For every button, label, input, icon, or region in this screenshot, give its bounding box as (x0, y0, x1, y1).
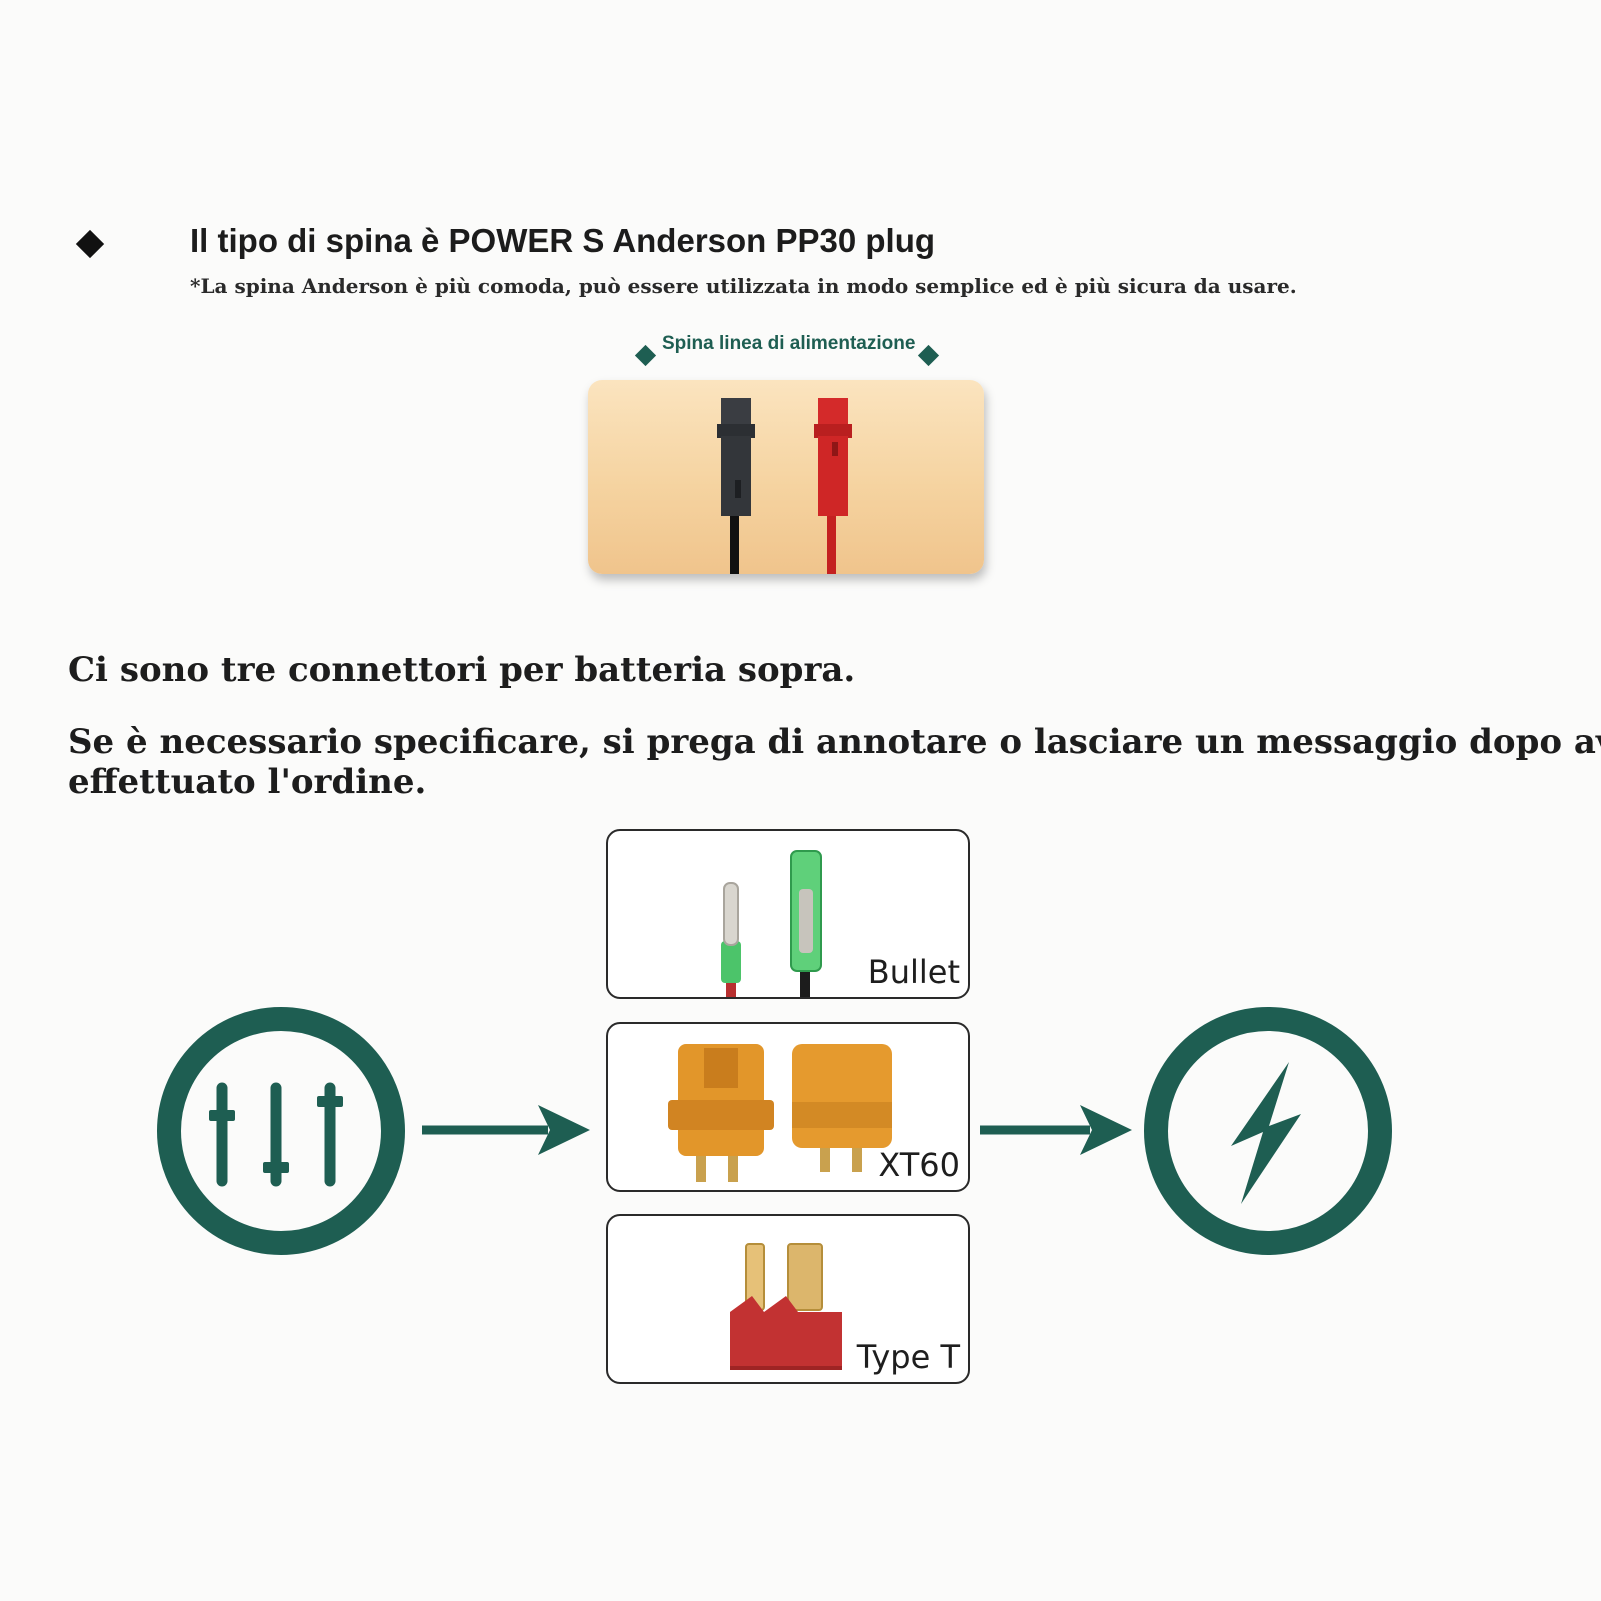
plug-type-heading: Il tipo di spina è POWER S Anderson PP30… (190, 222, 936, 259)
arrow-right-icon (980, 1105, 1132, 1155)
caption-diamond-left-icon (634, 344, 657, 367)
xt60-label: XT60 (878, 1146, 960, 1184)
connectors-sentence: Ci sono tre connettori per batteria sopr… (68, 650, 856, 690)
specify-sentence-continued: effettuato l'ordine. (68, 762, 427, 802)
arrow-right-icon (422, 1105, 590, 1155)
connector-card-type-t: Type T (606, 1214, 970, 1384)
anderson-plug-photo (588, 380, 984, 574)
caption-diamond-right-icon (917, 344, 940, 367)
lightning-icon (1144, 1007, 1392, 1255)
power-line-caption: Spina linea di alimentazione (662, 333, 916, 354)
bullet-label: Bullet (867, 953, 960, 991)
anderson-note: *La spina Anderson è più comoda, può ess… (190, 274, 1297, 298)
specify-sentence: Se è necessario specificare, si prega di… (68, 722, 1601, 762)
sliders-icon (157, 1007, 405, 1255)
connector-card-xt60: XT60 (606, 1022, 970, 1192)
type-t-label: Type T (856, 1338, 960, 1376)
bullet-diamond-icon (75, 229, 105, 259)
connector-card-bullet: Bullet (606, 829, 970, 999)
